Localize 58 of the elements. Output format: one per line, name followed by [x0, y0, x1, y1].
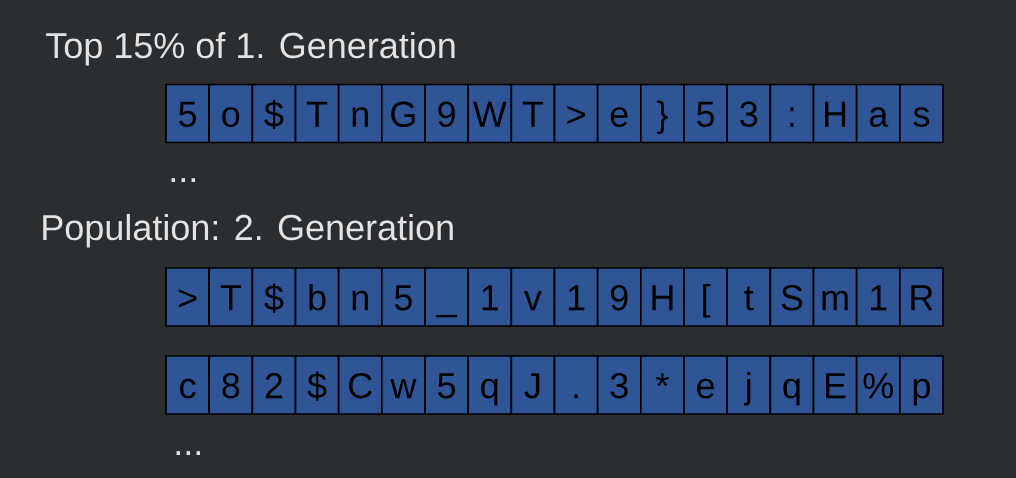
character-cell: :	[769, 83, 815, 144]
character-cell: $	[294, 355, 340, 415]
character-cell: G	[381, 83, 426, 144]
character-cell: t	[726, 267, 772, 327]
character-cell: q	[467, 355, 513, 415]
character-cell: j	[726, 355, 772, 415]
character-cell: 5	[424, 355, 470, 415]
character-cell: m	[812, 267, 858, 327]
character-cell: 8	[208, 355, 254, 415]
character-cell: }	[640, 83, 685, 144]
character-cell: a	[855, 83, 901, 144]
character-cell: o	[208, 83, 254, 144]
character-cell: T	[510, 83, 556, 144]
ellipsis: ...	[176, 451, 200, 455]
section-heading: Population: 2. Generation	[43, 213, 453, 248]
character-cell: 2	[251, 355, 297, 415]
character-cell: 1	[553, 267, 599, 327]
character-cell: >	[553, 83, 599, 144]
character-cell: 5	[165, 83, 211, 144]
character-cell: e	[596, 83, 642, 144]
character-cell: W	[467, 83, 513, 144]
character-cell: S	[769, 267, 815, 327]
character-cell: H	[640, 267, 685, 327]
character-cell: 3	[726, 83, 772, 144]
character-cell: C	[337, 355, 383, 415]
character-cell: [	[683, 267, 729, 327]
character-cell: 5	[683, 83, 729, 144]
character-cell: c	[165, 355, 211, 415]
character-cell: .	[553, 355, 599, 415]
character-cell: T	[208, 267, 254, 327]
character-cell: p	[899, 355, 944, 415]
character-cell: $	[251, 267, 297, 327]
character-cell: $	[251, 83, 297, 144]
character-cell: 1	[855, 267, 901, 327]
ellipsis: ...	[171, 178, 195, 182]
character-cell: e	[683, 355, 729, 415]
character-cell: w	[381, 355, 426, 415]
character-cell: 9	[596, 267, 642, 327]
character-cell: s	[899, 83, 944, 144]
character-cell: >	[165, 267, 211, 327]
character-cell: T	[294, 83, 340, 144]
character-cell: b	[294, 267, 340, 327]
section-heading: Top 15% of 1. Generation	[46, 31, 455, 66]
character-cell: R	[899, 267, 944, 327]
character-cell: *	[640, 355, 685, 415]
character-cell: 9	[424, 83, 470, 144]
character-cell: H	[812, 83, 858, 144]
character-cell: v	[510, 267, 556, 327]
character-cell: E	[812, 355, 858, 415]
character-cell: J	[510, 355, 556, 415]
character-cell: 3	[596, 355, 642, 415]
character-cell: n	[337, 83, 383, 144]
character-cell: q	[769, 355, 815, 415]
character-cell: _	[424, 267, 470, 327]
character-cell: n	[337, 267, 383, 327]
character-cell: 5	[381, 267, 426, 327]
character-cell: 1	[467, 267, 513, 327]
character-cell: %	[855, 355, 901, 415]
